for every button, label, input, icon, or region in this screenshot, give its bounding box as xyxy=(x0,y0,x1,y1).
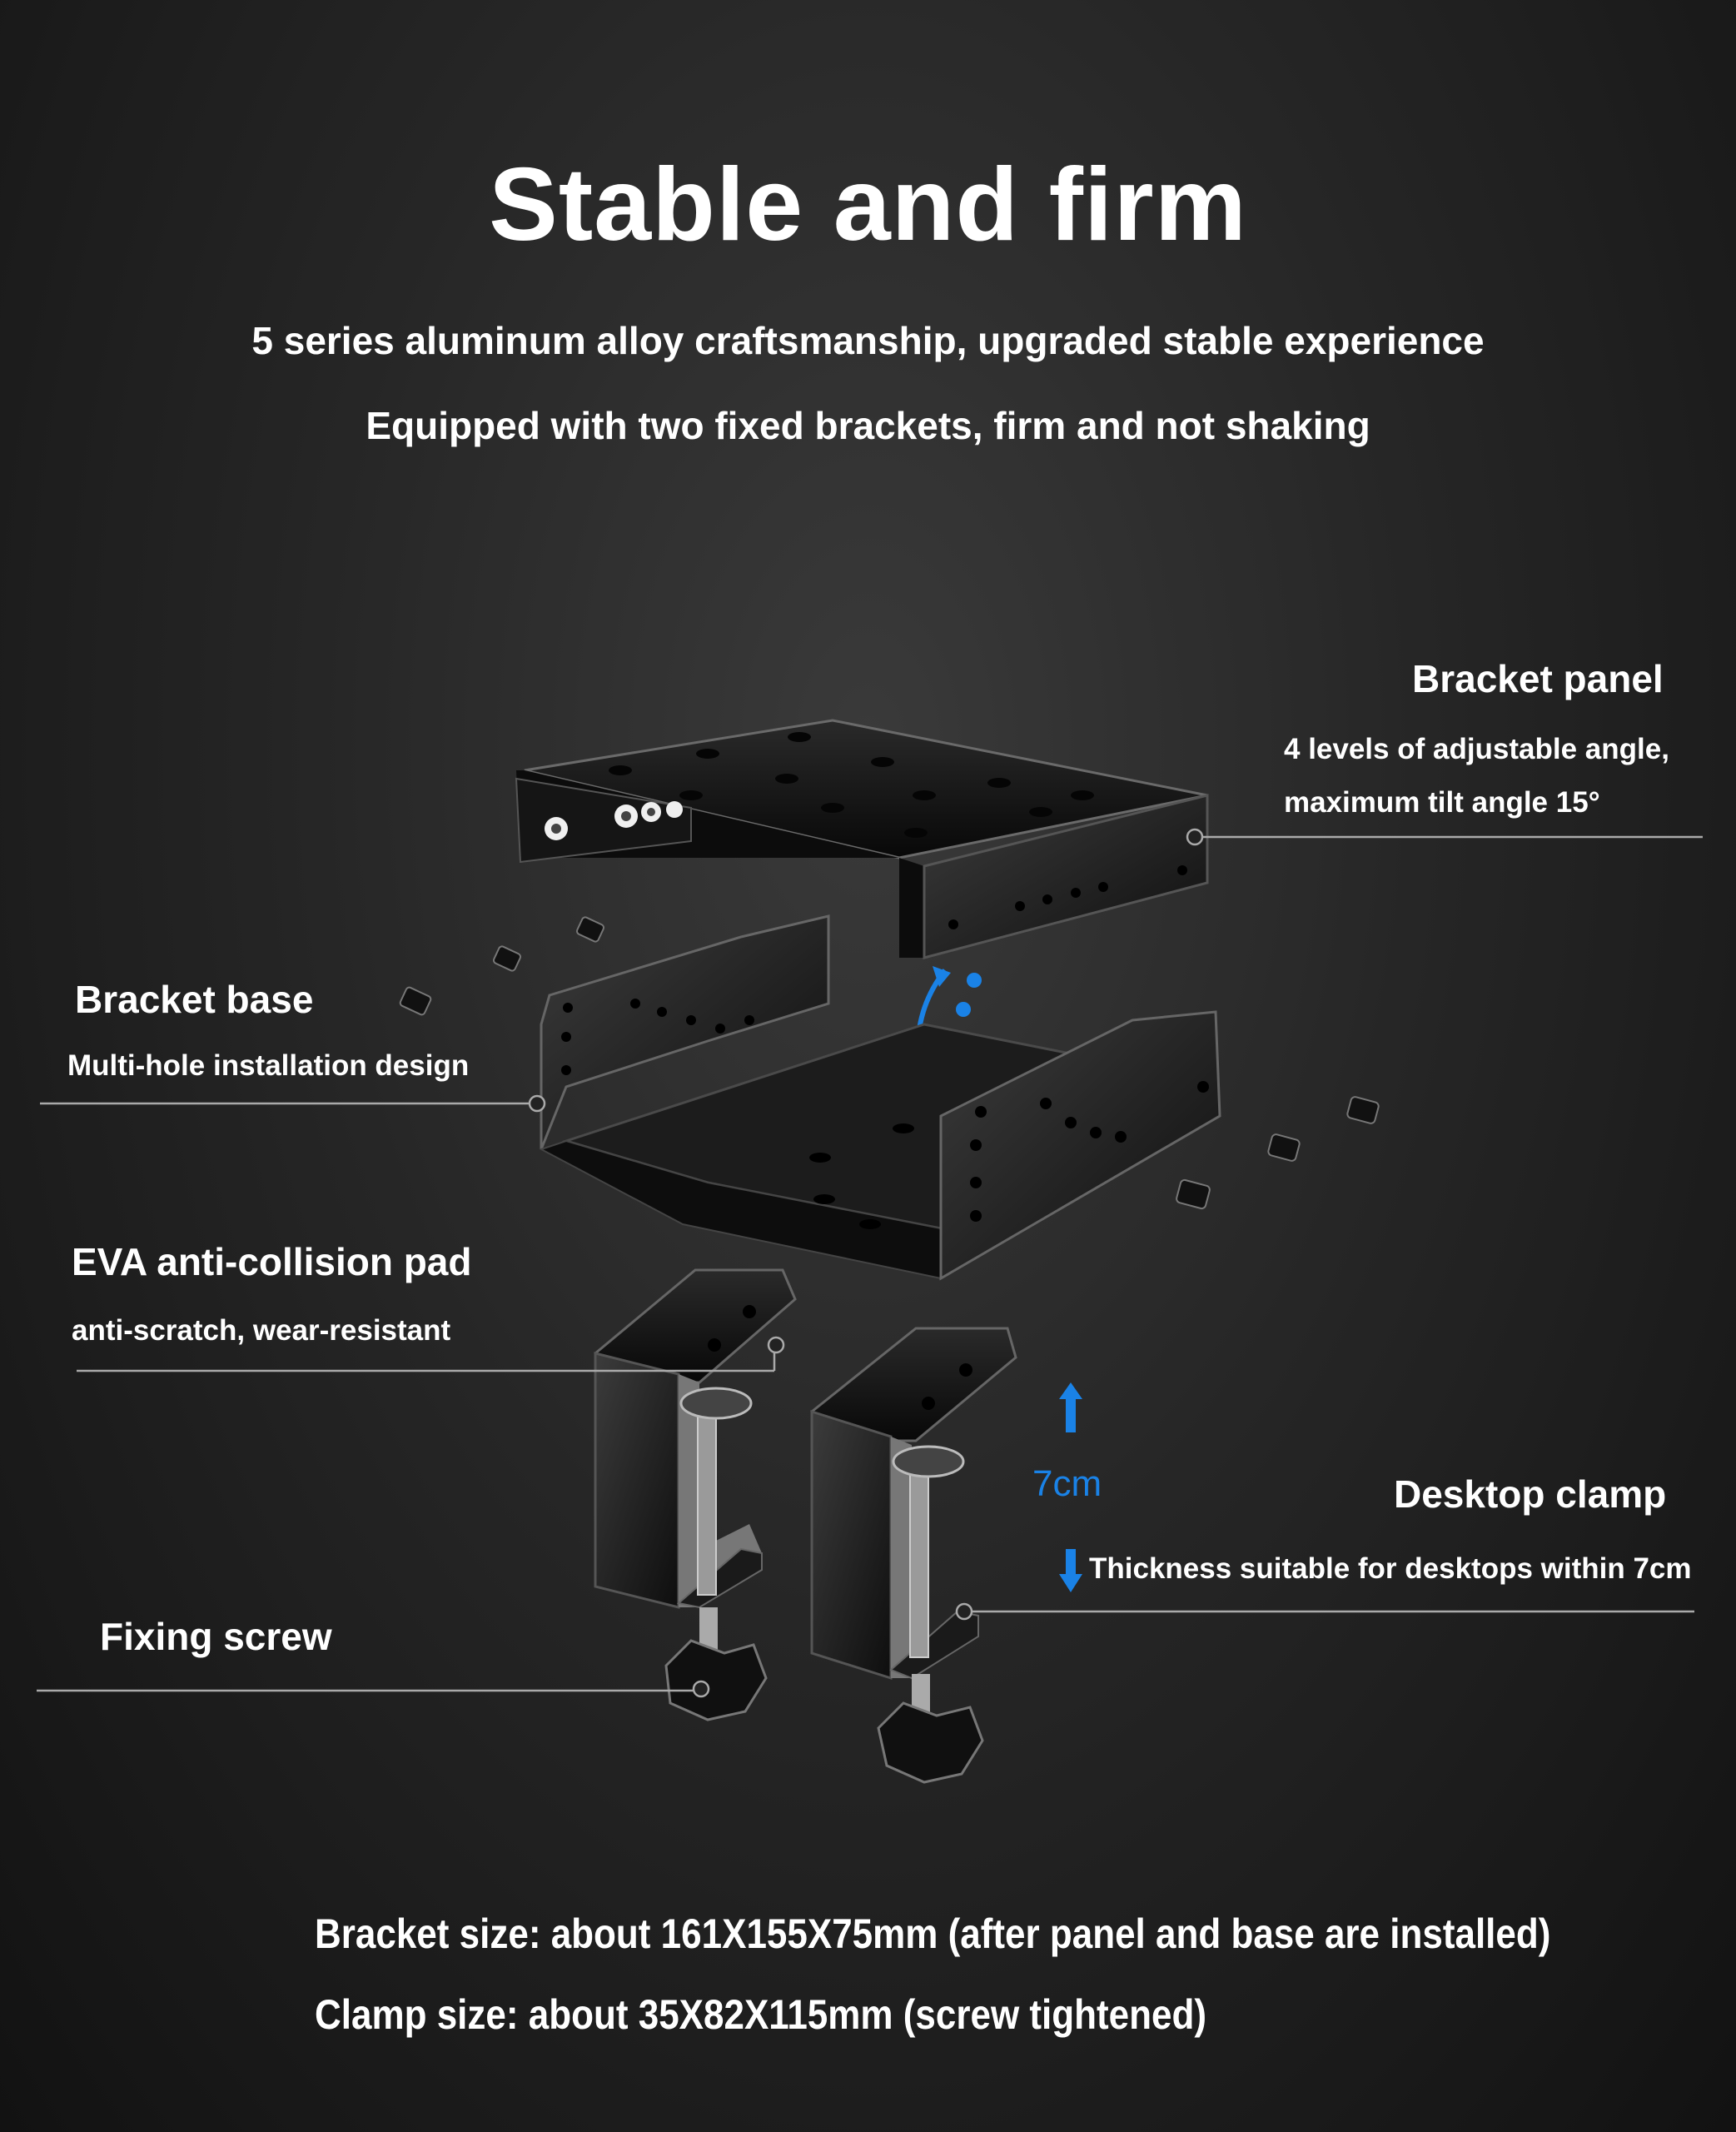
bracket-base-shape xyxy=(539,914,1221,1281)
thickness-measure: 7cm xyxy=(1032,1463,1102,1504)
right-clamp-shape xyxy=(810,1327,1017,1784)
bracket-size-text: Bracket size: about 161X155X75mm (after … xyxy=(315,1910,1551,1957)
subtitle-line-2: Equipped with two fixed brackets, firm a… xyxy=(366,404,1370,447)
clamp-size-text: Clamp size: about 35X82X115mm (screw tig… xyxy=(315,1991,1207,2038)
bracket-base-title: Bracket base xyxy=(75,978,314,1021)
bracket-panel-shape xyxy=(515,719,1209,959)
bracket-panel-title: Bracket panel xyxy=(1412,657,1664,700)
bracket-base-desc: Multi-hole installation design xyxy=(67,1049,470,1082)
eva-pad-title: EVA anti-collision pad xyxy=(72,1240,472,1283)
fixing-screw-title: Fixing screw xyxy=(100,1615,332,1658)
leader-lines xyxy=(37,828,1703,1698)
desktop-clamp-desc: Thickness suitable for desktops within 7… xyxy=(1089,1552,1692,1585)
subtitle-line-1: 5 series aluminum alloy craftsmanship, u… xyxy=(251,319,1485,362)
desktop-clamp-title: Desktop clamp xyxy=(1394,1472,1667,1516)
bracket-panel-desc-1: 4 levels of adjustable angle, xyxy=(1284,733,1669,765)
loose-screws xyxy=(399,916,1380,1210)
bracket-panel-desc-2: maximum tilt angle 15° xyxy=(1284,786,1600,819)
eva-pad-desc: anti-scratch, wear-resistant xyxy=(72,1314,451,1347)
left-clamp-shape xyxy=(594,1268,797,1721)
page-title: Stable and firm xyxy=(489,147,1247,262)
thickness-arrows xyxy=(1059,1382,1082,1592)
